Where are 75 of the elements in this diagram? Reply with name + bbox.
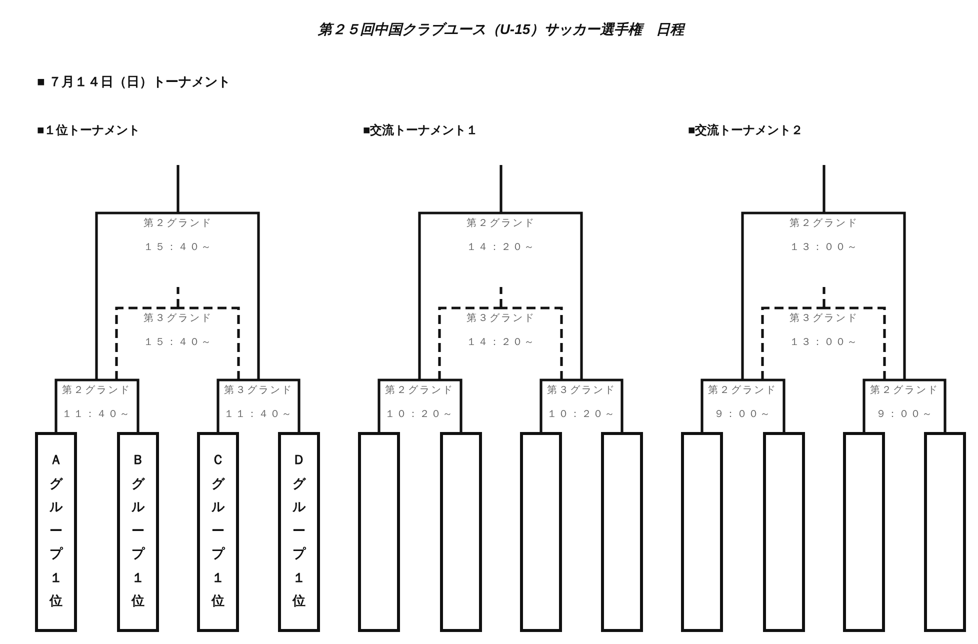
bracket-line [95, 212, 178, 380]
start-time: １０：２０～ [547, 409, 616, 421]
team-label: Ｄグループ１位 [292, 451, 306, 610]
start-time: １５：４０～ [144, 242, 212, 254]
bracket-line [761, 306, 824, 380]
bracket-line [741, 212, 824, 380]
team-slot [440, 432, 482, 632]
start-time: １３：００～ [790, 242, 858, 254]
bracket-line [822, 287, 826, 308]
team-slot [35, 432, 77, 632]
section-heading: ■交流トーナメント２ [688, 122, 804, 138]
ground-label: 第３グランド [466, 313, 536, 325]
title: 第２５回中国クラブユース（U-15）サッカー選手権 日程 [318, 20, 684, 38]
team-slot [278, 432, 320, 632]
bracket-line [258, 378, 300, 432]
ground-label: 第２グランド [790, 218, 858, 230]
start-time: １３：００～ [790, 337, 858, 349]
team-slot [763, 432, 805, 632]
team-slot [601, 432, 643, 632]
team-label: Ｂグループ１位 [132, 451, 144, 610]
ground-label: 第３グランド [224, 385, 293, 397]
bracket-line [176, 287, 180, 308]
start-time: １１：４０～ [62, 409, 131, 421]
ground-label: 第３グランド [547, 385, 616, 397]
bracket-line [500, 165, 502, 213]
team-slot [681, 432, 723, 632]
bracket-line [378, 378, 420, 432]
bracket-line [176, 165, 180, 213]
bracket-line [582, 378, 624, 432]
bracket-line [904, 378, 946, 432]
bracket-line [501, 306, 563, 380]
start-time: １４：２０～ [466, 337, 536, 349]
bracket-line [822, 165, 826, 213]
bracket-line [115, 306, 178, 380]
start-time: １１：４０～ [224, 409, 293, 421]
ground-label: 第２グランド [385, 385, 454, 397]
ground-label: 第２グランド [62, 385, 131, 397]
ground-label: 第２グランド [466, 218, 536, 230]
ground-label: 第３グランド [144, 313, 212, 325]
team-slot [520, 432, 562, 632]
start-time: ９：００～ [876, 409, 934, 421]
bracket-line [700, 378, 742, 432]
bracket-line [824, 212, 906, 380]
ground-label: 第３グランド [790, 313, 858, 325]
start-time: １０：２０～ [385, 409, 454, 421]
bracket-line [540, 378, 582, 432]
start-time: １５：４０～ [144, 337, 212, 349]
section-heading: ■交流トーナメント１ [363, 122, 478, 138]
ground-label: 第２グランド [708, 385, 777, 397]
bracket-line [178, 306, 240, 380]
bracket-line [742, 378, 786, 432]
bracket-line [438, 306, 501, 380]
section-heading: ■１位トーナメント [37, 122, 140, 138]
team-slot [924, 432, 966, 632]
bracket-line [54, 378, 96, 432]
start-time: ９：００～ [714, 409, 772, 421]
team-label: Ａグループ１位 [50, 451, 62, 610]
bracket-line [420, 378, 462, 432]
bracket-line [500, 287, 502, 308]
bracket-line [418, 212, 501, 380]
ground-label: 第２グランド [144, 218, 212, 230]
bracket-line [862, 378, 904, 432]
team-slot [117, 432, 159, 632]
team-slot [843, 432, 885, 632]
ground-label: 第２グランド [870, 385, 939, 397]
bracket-line [824, 306, 886, 380]
bracket-line [96, 378, 140, 432]
team-slot [197, 432, 239, 632]
team-label: Ｃグループ１位 [212, 451, 224, 610]
date-heading: ■ ７月１４日（日）トーナメント [37, 74, 230, 90]
team-slot [358, 432, 400, 632]
start-time: １４：２０～ [466, 242, 536, 254]
bracket-line [501, 212, 583, 380]
bracket-line [178, 212, 260, 380]
bracket-line [216, 378, 258, 432]
